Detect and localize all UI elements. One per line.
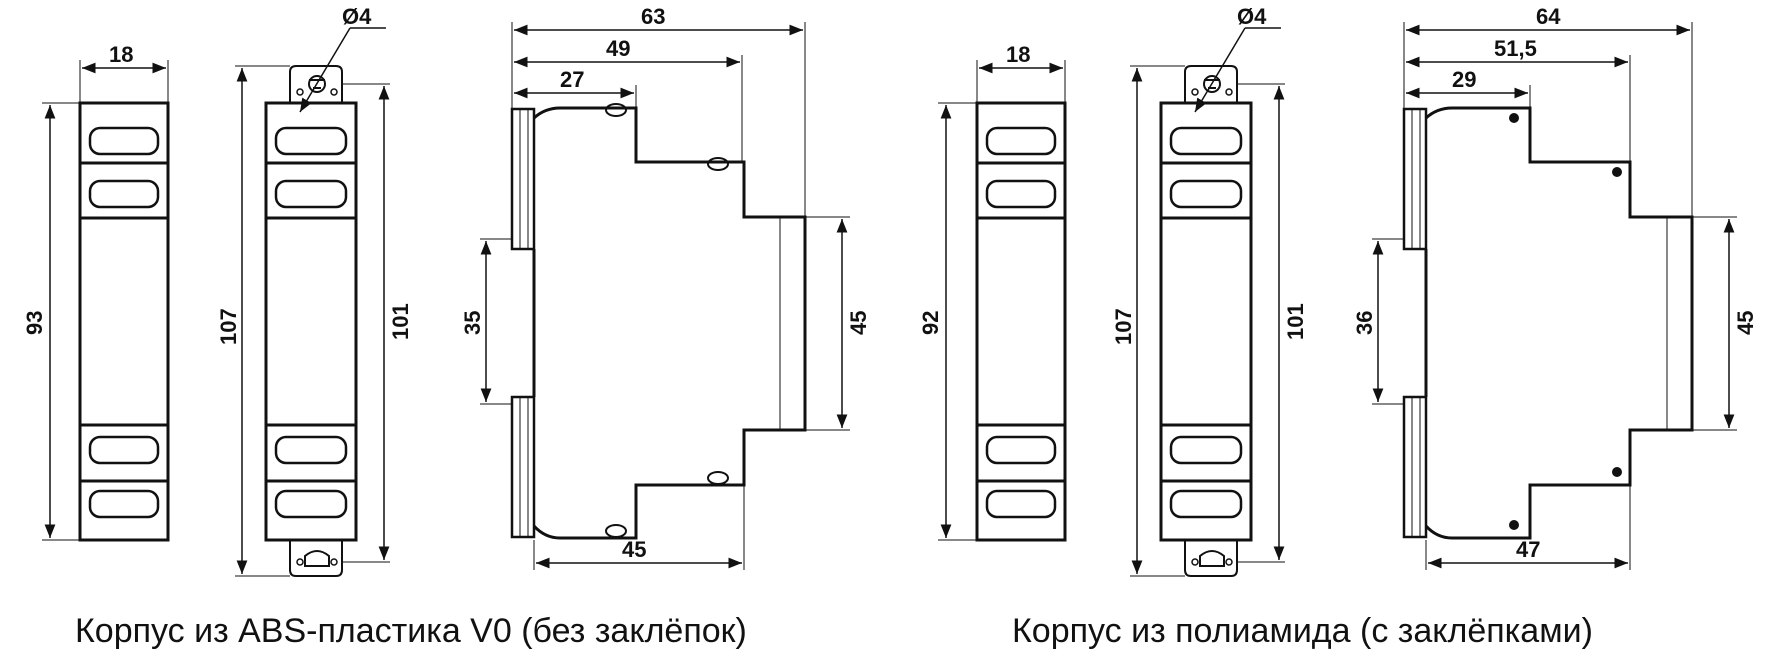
front-view-abs xyxy=(42,60,170,542)
side-top-depth-label: 29 xyxy=(1452,67,1476,92)
caption-polyamide: Корпус из полиамида (с заклёпками) xyxy=(1012,612,1593,650)
side-top-depth-label: 27 xyxy=(560,67,584,92)
mount-inner-height-label: 101 xyxy=(1283,303,1308,340)
mount-view-abs xyxy=(235,27,390,577)
variant-polyamide: 18 92 xyxy=(918,4,1758,577)
side-bottom-label: 47 xyxy=(1516,537,1540,562)
front-width-label: 18 xyxy=(1006,42,1030,67)
side-rail-label: 35 xyxy=(460,311,485,335)
side-view-polyamide xyxy=(1372,22,1737,570)
side-view-abs xyxy=(480,22,850,570)
side-mid-depth-label: 51,5 xyxy=(1494,36,1537,61)
caption-abs: Корпус из ABS-пластика V0 (без заклёпок) xyxy=(75,612,747,650)
rivet-dot xyxy=(1612,467,1622,477)
mount-outer-height-label: 107 xyxy=(216,308,241,345)
side-mid-depth-label: 49 xyxy=(606,36,630,61)
front-width-label: 18 xyxy=(109,42,133,67)
rivet-dot xyxy=(1509,520,1519,530)
side-total-depth-label: 63 xyxy=(641,4,665,29)
rivets xyxy=(1509,113,1622,530)
side-step-label: 45 xyxy=(846,311,871,335)
mount-outer-height-label: 107 xyxy=(1111,308,1136,345)
rivet-dot xyxy=(1509,113,1519,123)
front-height-label: 93 xyxy=(22,311,47,335)
side-bottom-label: 45 xyxy=(622,537,646,562)
side-total-depth-label: 64 xyxy=(1536,4,1561,29)
mount-inner-height-label: 101 xyxy=(388,303,413,340)
rivet-dot xyxy=(1612,167,1622,177)
variant-abs: 18 93 xyxy=(22,4,871,577)
mount-view-polyamide xyxy=(1130,27,1285,577)
mount-hole-label: Ø4 xyxy=(342,4,372,29)
mount-hole-label: Ø4 xyxy=(1237,4,1267,29)
side-step-label: 45 xyxy=(1733,311,1758,335)
side-rail-label: 36 xyxy=(1352,311,1377,335)
front-view-polyamide xyxy=(938,60,1067,542)
front-height-label: 92 xyxy=(918,311,943,335)
